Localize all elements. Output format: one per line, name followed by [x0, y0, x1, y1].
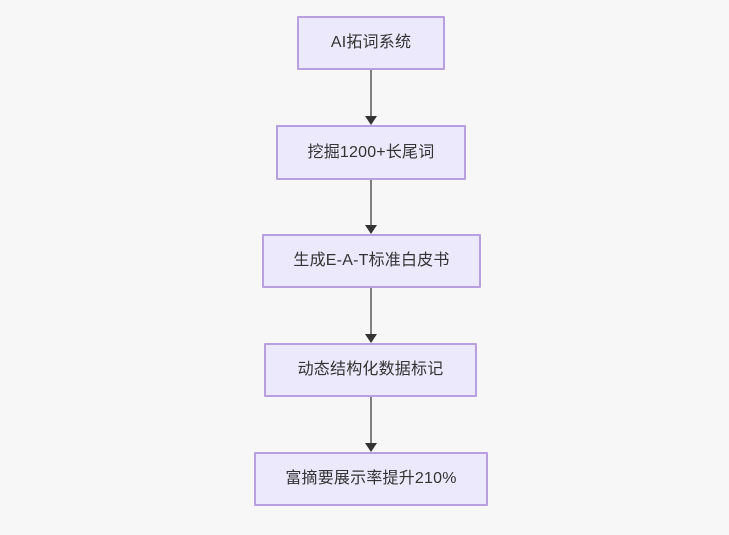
- flow-node-rich-snippet-rate-increase[interactable]: 富摘要展示率提升210%: [254, 452, 488, 506]
- flow-node-ai-keyword-system[interactable]: AI拓词系统: [297, 16, 445, 70]
- flow-node-generate-eat-whitepaper[interactable]: 生成E-A-T标准白皮书: [262, 234, 481, 288]
- flow-node-label: AI拓词系统: [330, 34, 412, 52]
- flow-node-mine-longtail-keywords[interactable]: 挖掘1200+长尾词: [276, 125, 466, 180]
- flow-node-label: 挖掘1200+长尾词: [307, 143, 435, 161]
- flow-edge: [365, 70, 377, 125]
- flow-edge-arrowhead-icon: [365, 116, 377, 125]
- flow-node-label: 生成E-A-T标准白皮书: [293, 252, 450, 270]
- flow-node-dynamic-structured-data-markup[interactable]: 动态结构化数据标记: [264, 343, 477, 397]
- flow-edge: [365, 397, 377, 452]
- flow-edge-arrowhead-icon: [365, 334, 377, 343]
- flow-node-label: 动态结构化数据标记: [297, 361, 444, 379]
- flow-edge: [365, 288, 377, 343]
- flow-edge-arrowhead-icon: [365, 443, 377, 452]
- flow-node-label: 富摘要展示率提升210%: [285, 470, 457, 488]
- flow-edge: [365, 180, 377, 234]
- flow-edge-arrowhead-icon: [365, 225, 377, 234]
